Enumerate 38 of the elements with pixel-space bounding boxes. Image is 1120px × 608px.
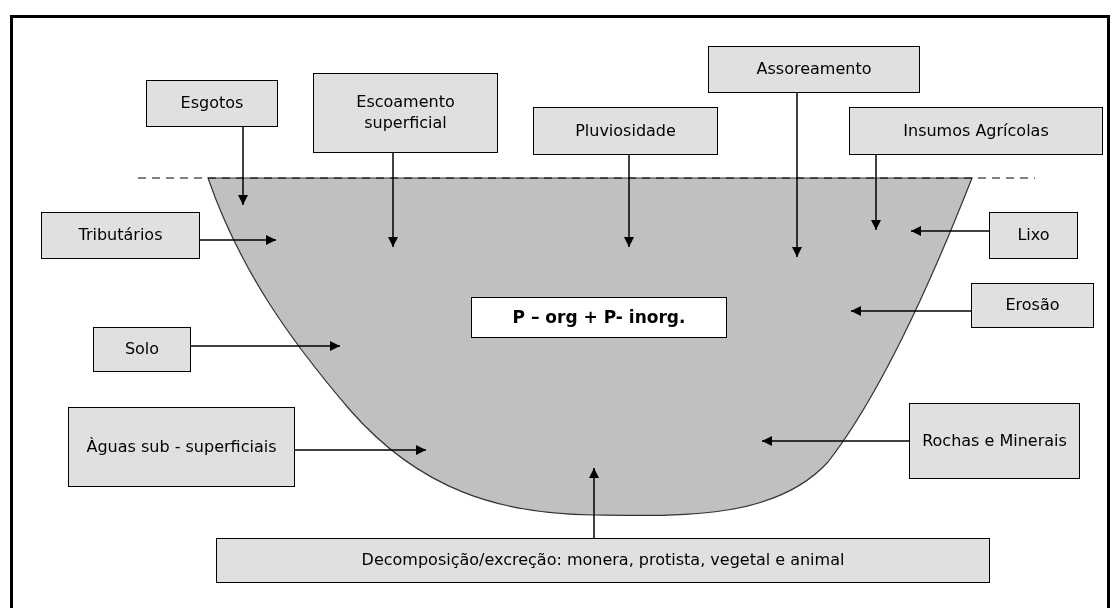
arrow	[871, 154, 881, 231]
box-label: Esgotos	[180, 93, 244, 114]
box-label: Àguas sub - superficiais	[86, 436, 277, 458]
box-label: Insumos Agrícolas	[903, 120, 1049, 142]
arrow	[238, 126, 248, 206]
arrow	[792, 92, 802, 258]
arrow	[761, 436, 910, 446]
arrow	[850, 306, 972, 316]
box-label: Escoamento superficial	[355, 92, 456, 134]
source-box	[41, 212, 200, 259]
source-box	[533, 107, 718, 155]
source-box	[93, 327, 191, 372]
box-label: Assoreamento	[756, 59, 872, 80]
source-box	[146, 80, 278, 127]
arrow	[388, 152, 398, 248]
arrow	[190, 341, 341, 351]
source-box	[849, 107, 1103, 155]
box-label: Pluviosidade	[575, 120, 676, 142]
box-label: P – org + P- inorg.	[512, 306, 686, 329]
box-label: Erosão	[1005, 295, 1060, 316]
box-label: Tributários	[78, 225, 163, 246]
source-box	[989, 212, 1078, 259]
box-label: Solo	[124, 339, 160, 360]
source-box	[313, 73, 498, 153]
source-box	[216, 538, 990, 583]
arrow	[624, 154, 634, 248]
source-box	[708, 46, 920, 93]
arrow	[910, 226, 990, 236]
source-box	[909, 403, 1080, 479]
arrow	[199, 235, 277, 245]
arrow	[294, 445, 427, 455]
box-label: Lixo	[1017, 225, 1050, 246]
box-label: Decomposição/excreção: monera, protista, vegetal e animal	[361, 550, 845, 571]
source-box	[971, 283, 1094, 328]
formula-box	[471, 297, 727, 338]
source-box	[68, 407, 295, 487]
box-label: Rochas e Minerais	[922, 430, 1067, 452]
arrow	[589, 467, 599, 539]
